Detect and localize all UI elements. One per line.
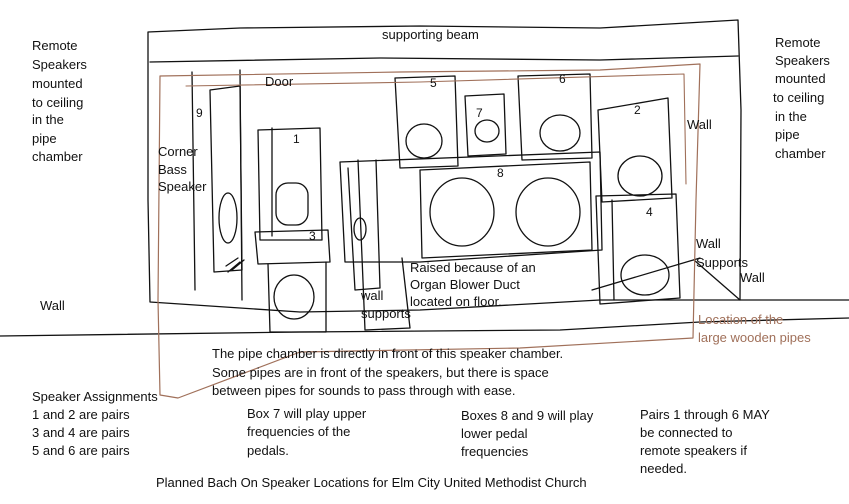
- wooden-pipes-line-2: large wooden pipes: [698, 330, 811, 345]
- beam-line: [149, 55, 739, 63]
- speaker-6-number: 6: [559, 72, 566, 86]
- speaker-2-box: [597, 97, 673, 203]
- diagram-caption: Planned Bach On Speaker Locations for El…: [156, 475, 587, 490]
- box89-note-line-1: Boxes 8 and 9 will play: [461, 408, 594, 423]
- chamber-note-line-2: Some pipes are in front of the speakers,…: [212, 365, 549, 380]
- raised-note-line-3: located on floor.: [410, 294, 502, 309]
- box7-note-line-3: pedals.: [247, 443, 289, 458]
- wooden-pipes-line-1: Location of the: [698, 312, 784, 327]
- wall-supports-mid-line-2: supports: [361, 306, 411, 321]
- box7-note-line-2: frequencies of the: [247, 424, 351, 439]
- pairs-note-line-3: remote speakers if: [640, 443, 747, 458]
- speaker-5-number: 5: [430, 76, 437, 90]
- remote-left-line-5: in the: [32, 112, 64, 127]
- speaker-8-box: [419, 161, 593, 259]
- wall-supports-mid-line-1: wall: [361, 288, 384, 303]
- speaker-4-number: 4: [646, 205, 653, 219]
- speaker-1-cone: [275, 182, 309, 226]
- wooden-pipes-inner: [185, 73, 687, 185]
- remote-right-line-1: Remote: [775, 35, 821, 50]
- speaker-7-number: 7: [476, 106, 483, 120]
- speaker-6-cone: [539, 114, 581, 152]
- wall-support-left: [357, 159, 411, 331]
- remote-left-line-3: mounted: [32, 76, 83, 91]
- remote-left-line-4: to ceiling: [32, 95, 84, 110]
- wall-left-label: Wall: [40, 298, 65, 313]
- remote-right-line-5: in the: [775, 109, 807, 124]
- assignments-line-3: 3 and 4 are pairs: [32, 425, 130, 440]
- speaker-3-number: 3: [309, 229, 316, 243]
- speaker-6-box: [517, 73, 593, 161]
- speaker-9-vent: [225, 257, 245, 273]
- remote-right-line-2: Speakers: [775, 53, 830, 68]
- box89-note-line-2: lower pedal: [461, 426, 528, 441]
- speaker-3-box: [254, 229, 331, 265]
- box89-note-line-3: frequencies: [461, 444, 529, 459]
- speaker-5-box: [394, 75, 459, 169]
- corner-bass-line-3: Speaker: [158, 179, 207, 194]
- speaker-2-cone: [617, 155, 663, 197]
- pairs-note-line-2: be connected to: [640, 425, 733, 440]
- speaker-8-number: 8: [497, 166, 504, 180]
- raised-note-line-2: Organ Blower Duct: [410, 277, 520, 292]
- speaker-4-inner: [611, 199, 615, 301]
- remote-left-line-1: Remote: [32, 38, 78, 53]
- speaker-3-cone: [273, 274, 315, 320]
- corner-bass-line-2: Bass: [158, 162, 187, 177]
- duct-mark: [353, 217, 367, 241]
- floor-line: [0, 317, 849, 337]
- remote-right-line-6: pipe: [775, 127, 800, 142]
- speaker-4-box: [595, 193, 681, 305]
- wall-supports-right-line-2: Supports: [696, 255, 749, 270]
- speaker-3-lower: [267, 261, 327, 333]
- chamber-note-line-3: between pipes for sounds to pass through…: [212, 383, 516, 398]
- speaker-9-number: 9: [196, 106, 203, 120]
- pairs-note-line-1: Pairs 1 through 6 MAY: [640, 407, 770, 422]
- right-wall-slope: [591, 257, 701, 291]
- remote-left-line-7: chamber: [32, 149, 83, 164]
- speaker-8-cone-left: [429, 177, 495, 247]
- speaker-5-cone: [405, 123, 443, 159]
- left-wall-line: [191, 71, 196, 291]
- raised-block: [339, 151, 603, 263]
- speaker-8-cone-right: [515, 177, 581, 247]
- corner-bass-line-1: Corner: [158, 144, 198, 159]
- door-label: Door: [265, 74, 294, 89]
- supporting-beam-label: supporting beam: [382, 27, 479, 42]
- speaker-9-cone: [218, 192, 238, 244]
- assignments-line-1: Speaker Assignments: [32, 389, 158, 404]
- assignments-line-4: 5 and 6 are pairs: [32, 443, 130, 458]
- raised-note-line-1: Raised because of an: [410, 260, 536, 275]
- wall-right-label: Wall: [687, 117, 712, 132]
- speaker-2-number: 2: [634, 103, 641, 117]
- pairs-note-line-4: needed.: [640, 461, 687, 476]
- speaker-1-number: 1: [293, 132, 300, 146]
- center-support: [347, 159, 381, 291]
- remote-right-line-4: to ceiling: [773, 90, 825, 105]
- wall-far-right-label: Wall: [740, 270, 765, 285]
- assignments-line-2: 1 and 2 are pairs: [32, 407, 130, 422]
- remote-left-line-2: Speakers: [32, 57, 87, 72]
- chamber-note-line-1: The pipe chamber is directly in front of…: [212, 346, 564, 361]
- speaker-7-box: [464, 93, 507, 157]
- speaker-4-cone: [620, 254, 670, 296]
- right-wall-diagonal: [693, 259, 849, 301]
- speaker-9-box: [209, 85, 243, 273]
- wooden-pipes-outline: [157, 63, 701, 399]
- remote-right-line-7: chamber: [775, 146, 826, 161]
- wall-supports-right-line-1: Wall: [696, 236, 721, 251]
- box7-note-line-1: Box 7 will play upper: [247, 406, 367, 421]
- remote-left-line-6: pipe: [32, 131, 57, 146]
- speaker-1-box: [257, 127, 323, 241]
- speaker-7-cone: [474, 119, 500, 143]
- remote-right-line-3: mounted: [775, 71, 826, 86]
